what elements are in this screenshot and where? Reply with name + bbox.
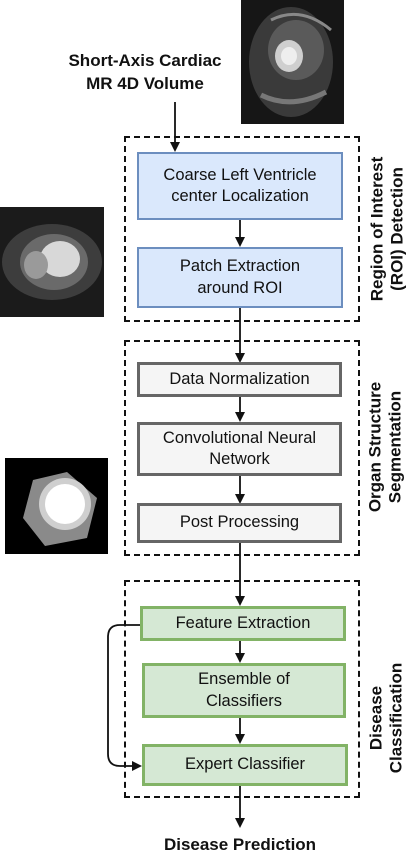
expert-classifier-step: Expert Classifier — [142, 744, 348, 786]
roi-detection-group — [124, 136, 360, 322]
ensemble-classifiers-step: Ensemble of Classifiers — [142, 663, 346, 718]
cnn-step: Convolutional Neural Network — [137, 422, 342, 476]
output-label: Disease Prediction — [163, 835, 317, 854]
arrow-feature-to-expert-bypass — [107, 624, 142, 771]
classification-group — [124, 580, 360, 798]
roi-detection-label: Region of Interest(ROI) Detection — [367, 156, 407, 302]
input-label: Short-Axis Cardiac MR 4D Volume — [68, 51, 222, 93]
segmentation-mask-image — [5, 458, 108, 554]
lv-localization-step: Coarse Left Ventricle center Localizatio… — [137, 152, 343, 220]
patch-extraction-step: Patch Extraction around ROI — [137, 247, 343, 308]
data-normalization-step: Data Normalization — [137, 362, 342, 397]
segmentation-group — [124, 340, 360, 556]
roi-patch-image — [0, 207, 104, 317]
mr-volume-image — [241, 0, 344, 124]
post-processing-step: Post Processing — [137, 503, 342, 543]
feature-extraction-step: Feature Extraction — [140, 606, 346, 641]
